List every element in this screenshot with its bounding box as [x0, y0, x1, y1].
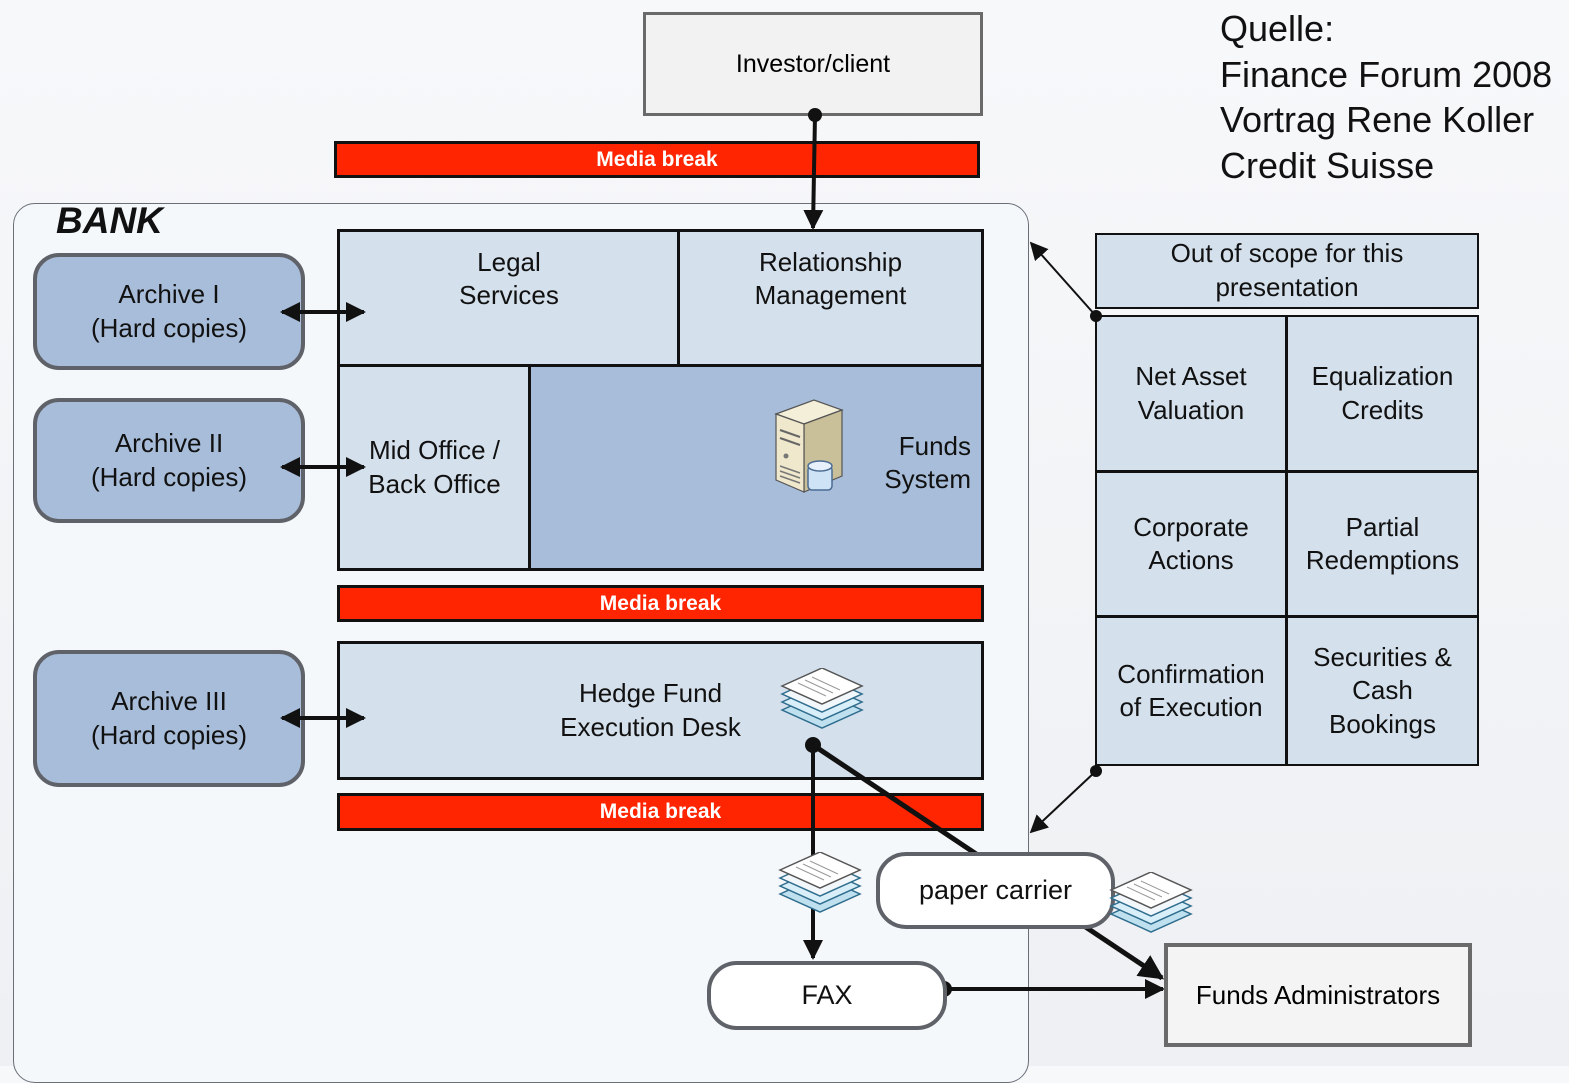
mid-back-office-label: Mid Office / Back Office — [368, 435, 501, 499]
archive-1: Archive I (Hard copies) — [33, 253, 305, 370]
source-note: Quelle: Finance Forum 2008 Vortrag Rene … — [1220, 8, 1553, 186]
documents-icon — [780, 668, 864, 729]
legal-services-box: Legal Services — [340, 232, 678, 365]
grid-divider — [340, 364, 981, 367]
funds-system-label: Funds System — [884, 431, 971, 495]
media-break-label: Media break — [596, 147, 718, 171]
scope-cell-label: Equalization Credits — [1311, 361, 1454, 425]
archive-3-label: Archive III (Hard copies) — [90, 686, 248, 750]
fax-box: FAX — [707, 961, 947, 1030]
archive-1-label: Archive I (Hard copies) — [90, 279, 248, 343]
scope-cell-confirmation: Confirmation of Execution — [1095, 616, 1287, 766]
scope-cell-label: Securities & Cash Bookings — [1313, 642, 1452, 739]
archive-3: Archive III (Hard copies) — [33, 650, 305, 787]
investor-client-label: Investor/client — [735, 49, 891, 78]
scope-cell-corporate-actions: Corporate Actions — [1095, 471, 1287, 617]
investor-client-box: Investor/client — [643, 12, 983, 116]
legal-services-label: Legal Services — [459, 247, 559, 311]
scope-cell-label: Partial Redemptions — [1305, 511, 1460, 575]
paper-carrier-label: paper carrier — [918, 875, 1073, 905]
media-break-bottom: Media break — [337, 793, 984, 831]
archive-2: Archive II (Hard copies) — [33, 398, 305, 523]
execution-desk-label: Hedge Fund Execution Desk — [560, 678, 741, 742]
scope-cell-label: Confirmation of Execution — [1117, 658, 1265, 722]
scope-title-box: Out of scope for this presentation — [1095, 233, 1479, 309]
scope-lower-arrow — [1029, 770, 1097, 834]
fax-label: FAX — [801, 980, 853, 1010]
media-break-middle: Media break — [337, 585, 984, 622]
scope-cell-bookings: Securities & Cash Bookings — [1286, 616, 1479, 766]
paper-carrier-box: paper carrier — [876, 852, 1115, 929]
documents-icon — [1109, 872, 1193, 933]
media-break-label: Media break — [599, 591, 722, 615]
media-break-top: Media break — [334, 141, 980, 178]
funds-system-box: Funds System — [531, 367, 981, 568]
scope-cell-equalization: Equalization Credits — [1286, 315, 1479, 472]
bank-label: BANK — [56, 200, 163, 241]
funds-administrators-box: Funds Administrators — [1164, 943, 1472, 1047]
execution-desk-box: Hedge Fund Execution Desk — [337, 641, 984, 780]
scope-cell-partial-redemptions: Partial Redemptions — [1286, 471, 1479, 617]
connector-dot — [1090, 765, 1102, 777]
archive-2-label: Archive II (Hard copies) — [90, 428, 248, 492]
scope-cell-nav: Net Asset Valuation — [1095, 315, 1287, 472]
grid-divider — [528, 367, 531, 568]
scope-upper-arrow — [1029, 241, 1097, 317]
mid-back-office-box: Mid Office / Back Office — [340, 367, 529, 568]
media-break-label: Media break — [599, 800, 722, 823]
documents-icon — [778, 852, 862, 913]
scope-title-label: Out of scope for this presentation — [1170, 238, 1404, 302]
scope-cell-label: Net Asset Valuation — [1135, 361, 1247, 425]
relationship-management-label: Relationship Management — [754, 247, 907, 311]
funds-administrators-label: Funds Administrators — [1195, 979, 1441, 1010]
server-icon — [774, 399, 844, 493]
relationship-management-box: Relationship Management — [680, 232, 981, 365]
grid-divider — [677, 232, 680, 365]
scope-cell-label: Corporate Actions — [1133, 511, 1249, 575]
